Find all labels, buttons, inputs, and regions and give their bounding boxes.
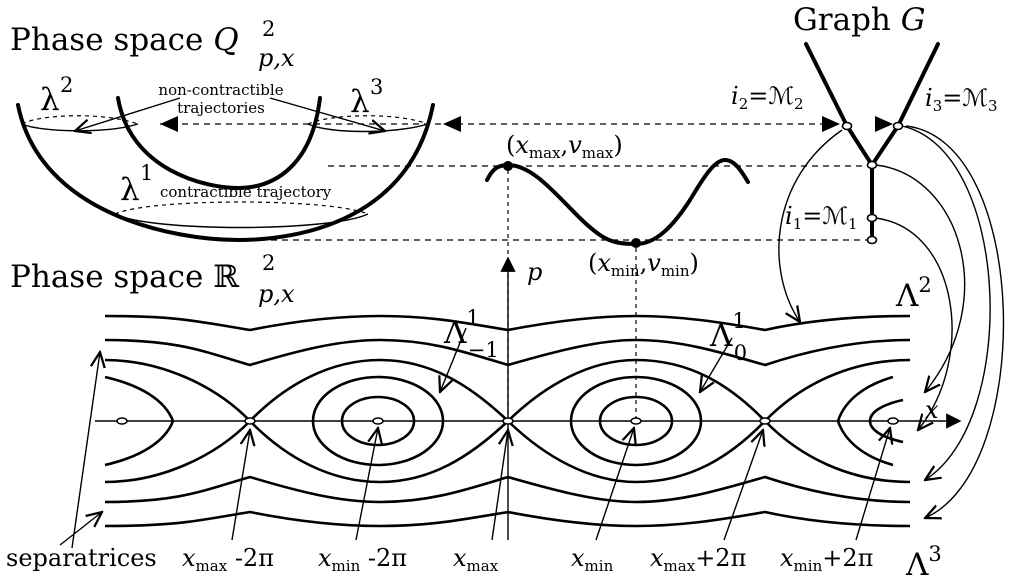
lambda3-sup: 3: [370, 75, 383, 99]
vmax-point: [503, 161, 513, 171]
graph-node-i2: [841, 121, 853, 131]
lambda1-label: λ: [120, 172, 140, 208]
graph-branch-left: [804, 42, 874, 167]
rotating-trajectory-bottom-1: [104, 475, 911, 504]
lambda3-orbit-front: [307, 123, 429, 133]
bottom-label-xmax: xmax: [453, 544, 499, 575]
graph-node-i3: [892, 121, 904, 131]
bottom-label-xmax-minus-2pi: xmax -2π: [182, 544, 274, 575]
graph-label-i2: i2=ℳ2: [731, 82, 804, 113]
noncontractible-label-2: trajectories: [177, 99, 265, 117]
center-point-right: [887, 417, 899, 425]
oscillation-orbit-inner-center2: [598, 395, 674, 447]
arrow-branch-to-x-axis: [875, 164, 966, 392]
phase-plane: [59, 256, 962, 549]
lambda1-orbit-front: [114, 213, 369, 229]
xmax-minus-2pi-pointer: [231, 430, 250, 541]
vmax-label: (xmax,vmax): [506, 131, 623, 162]
oscillation-orbit-outer-center2: [569, 375, 703, 467]
xmin-plus-2pi-pointer: [855, 428, 890, 541]
cylinder-outer-arc: [16, 103, 435, 242]
oscillation-orbit-left-edge-outer: [104, 375, 175, 467]
separatrices-label: separatrices: [6, 544, 157, 572]
noncontractible-label-1: non-contractible: [158, 81, 283, 99]
x-axis-label: x: [925, 396, 939, 424]
lambda2-plane-label: Λ2: [895, 273, 932, 314]
xmin-pointer: [595, 428, 634, 541]
lambda3-label: λ: [350, 84, 370, 120]
bottom-label-xmin-minus-2pi: xmin -2π: [318, 544, 407, 575]
lambda2-label: λ: [40, 82, 60, 118]
lambda-0-pointer: [700, 337, 733, 392]
bottom-label-xmin: xmin: [571, 544, 614, 575]
title-r-sup: 2: [262, 251, 275, 275]
graph-label-i1: i1=ℳ1: [785, 202, 858, 233]
title-phase-space-q: Phase space Q: [10, 22, 239, 58]
lambda3-orbit-back: [307, 115, 429, 125]
arrow-i2-to-lambda2: [778, 129, 843, 322]
center-point-left: [116, 417, 128, 425]
graph-node-i1: [866, 213, 878, 223]
saddle-point-3: [759, 417, 771, 425]
vmin-point: [631, 238, 641, 248]
rotating-trajectory-bottom-2: [104, 510, 911, 528]
p-axis-label: p: [527, 258, 542, 286]
saddle-point-2: [502, 417, 514, 425]
graph-to-plane-arrows: [778, 125, 1005, 518]
cylinder-drawing: [16, 96, 435, 242]
title-q-sub: p,x: [258, 44, 295, 72]
title-q-sup: 2: [262, 17, 275, 41]
xmax-plus-2pi-pointer: [723, 430, 763, 541]
xmax-pointer: [491, 430, 508, 541]
correspondence-arrowhead-graph-left: [822, 116, 840, 132]
title-phase-space-r: Phase space ℝ: [10, 259, 239, 295]
correspondence-arrowhead-graph-right: [875, 116, 893, 132]
lambda2-sup: 2: [60, 73, 73, 97]
bottom-label-xmin-plus-2pi: xmin+2π: [780, 544, 873, 575]
arrow-i3-to-lambda3: [901, 125, 991, 480]
potential-curve: [485, 158, 750, 420]
lambda1-sup: 1: [140, 161, 153, 185]
arrow-i3-to-lower: [905, 125, 1005, 518]
lambda-m1-pointer: [440, 327, 467, 392]
noncontractible-pointer-left: [75, 97, 181, 131]
oscillation-orbit-right-edge-outer: [836, 375, 894, 467]
saddle-point-1: [244, 417, 256, 425]
oscillation-orbit-inner-center1: [340, 395, 416, 447]
center-point-2: [630, 417, 642, 425]
title-graph: Graph G: [793, 2, 926, 38]
correspondence-arrowhead-left: [160, 116, 178, 132]
separatrix-pointer-lower: [59, 512, 102, 546]
lambda3-plane-label: Λ3: [905, 542, 942, 581]
rotating-trajectory-top-2: [104, 338, 911, 367]
contractible-label: contractible trajectory: [160, 183, 332, 201]
graph-node-bottom: [866, 235, 878, 245]
lambda2-orbit-back: [21, 115, 139, 125]
lambda1-orbit-back: [114, 201, 369, 215]
graph-node-branch: [866, 160, 878, 170]
xmin-minus-2pi-pointer: [355, 428, 378, 541]
oscillation-orbit-outer-center1: [311, 375, 445, 467]
rotating-trajectory-top-1: [104, 314, 911, 332]
reeb-graph: [804, 42, 940, 245]
correspondence-arrowhead-mid: [443, 116, 461, 132]
lambda-m1-label: Λ1−1: [443, 306, 499, 362]
separatrix-pointer-upper: [71, 352, 100, 549]
title-r-sub: p,x: [258, 280, 295, 308]
center-point-1: [372, 417, 384, 425]
bottom-label-xmax-plus-2pi: xmax+2π: [650, 544, 746, 575]
cylinder-inner-arc: [116, 96, 322, 190]
arrow-i1-to-centers: [875, 217, 953, 430]
graph-label-i3: i3=ℳ3: [925, 84, 998, 115]
vmin-label: (xmin,vmin): [588, 249, 699, 280]
noncontractible-pointer-right: [269, 97, 385, 131]
